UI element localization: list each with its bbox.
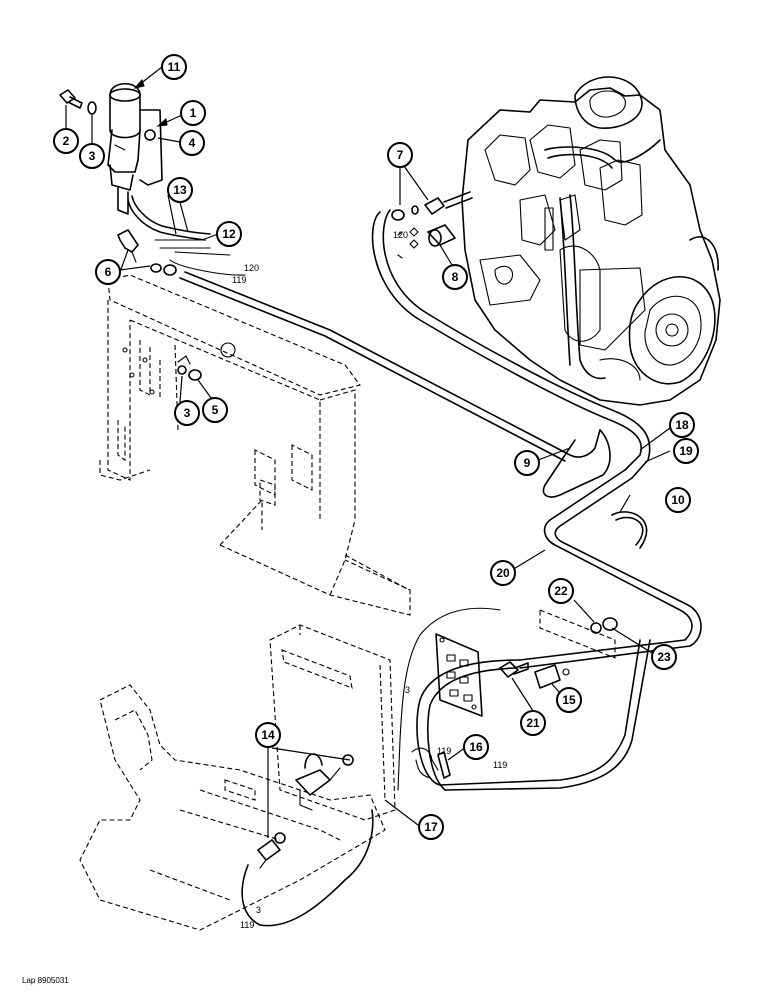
bolt-21 (499, 661, 529, 678)
mounting-panel (99, 274, 411, 616)
sender-8 (397, 224, 456, 259)
connector-16 (415, 751, 451, 779)
callout-14: 14 (255, 722, 281, 748)
fasteners-3-5-panel (177, 355, 202, 381)
svg-text:8: 8 (452, 270, 459, 284)
callout-23: 23 (651, 644, 677, 670)
svg-text:21: 21 (526, 716, 540, 730)
callout-6: 6 (95, 259, 121, 285)
wire-label-3-panel: 3 (405, 685, 410, 695)
svg-text:7: 7 (397, 148, 404, 162)
svg-text:17: 17 (424, 820, 438, 834)
callout-22: 22 (548, 578, 574, 604)
callout-12: 12 (216, 221, 242, 247)
svg-text:16: 16 (469, 740, 483, 754)
hose-routing (127, 195, 702, 927)
fitting-7 (391, 191, 473, 221)
callout-3-panel: 3 (174, 400, 200, 426)
callout-5: 5 (202, 397, 228, 423)
svg-text:1: 1 (190, 106, 197, 120)
svg-text:22: 22 (554, 584, 568, 598)
leader-lines (65, 66, 671, 838)
callout-18: 18 (669, 412, 695, 438)
svg-text:3: 3 (184, 406, 191, 420)
wire-label-3-pedal: 3 (256, 905, 261, 915)
callout-20: 20 (490, 560, 516, 586)
svg-text:6: 6 (105, 265, 112, 279)
callout-17: 17 (418, 814, 444, 840)
svg-text:14: 14 (261, 728, 275, 742)
svg-text:15: 15 (562, 693, 576, 707)
callout-3-top: 3 (79, 143, 105, 169)
fitting-6 (117, 229, 177, 276)
svg-text:9: 9 (524, 456, 531, 470)
svg-text:5: 5 (212, 403, 219, 417)
nut-22-23 (590, 617, 618, 634)
svg-text:12: 12 (222, 227, 236, 241)
bracket-15 (534, 609, 616, 689)
wire-label-120-top: 120 (244, 263, 259, 273)
wire-label-119-top: 119 (232, 275, 246, 285)
svg-text:13: 13 (173, 183, 187, 197)
callout-9: 9 (514, 450, 540, 476)
svg-text:2: 2 (63, 134, 70, 148)
callout-15: 15 (556, 687, 582, 713)
callout-2: 2 (53, 128, 79, 154)
wire-label-120-engine: 120 (393, 230, 408, 240)
clamp-10 (611, 511, 648, 549)
wire-label-119-switch: 119 (437, 746, 451, 756)
engine-assembly (461, 76, 721, 406)
callout-1: 1 (180, 100, 206, 126)
terminal-board (435, 633, 483, 717)
callout-10: 10 (665, 487, 691, 513)
svg-text:11: 11 (168, 60, 181, 74)
svg-text:3: 3 (89, 149, 96, 163)
svg-text:18: 18 (675, 418, 689, 432)
callout-7: 7 (387, 142, 413, 168)
callout-21: 21 (520, 710, 546, 736)
svg-text:4: 4 (189, 136, 196, 150)
callout-11: 11 (161, 54, 187, 80)
washer-3-top (87, 101, 97, 115)
svg-text:19: 19 (679, 444, 693, 458)
callout-8: 8 (442, 264, 468, 290)
pressure-switch-11 (107, 82, 163, 215)
svg-text:23: 23 (657, 650, 671, 664)
callout-4: 4 (179, 130, 205, 156)
svg-text:20: 20 (496, 566, 510, 580)
drawing-reference: Lap 8905031 (22, 976, 69, 985)
bolt-2 (59, 89, 83, 109)
callout-13: 13 (167, 177, 193, 203)
wire-label-119-pedal: 119 (240, 920, 254, 930)
callout-16: 16 (463, 734, 489, 760)
wire-label-119-bottom: 119 (493, 760, 507, 770)
lower-console (79, 624, 396, 931)
callout-19: 19 (673, 438, 699, 464)
svg-text:10: 10 (671, 493, 685, 507)
